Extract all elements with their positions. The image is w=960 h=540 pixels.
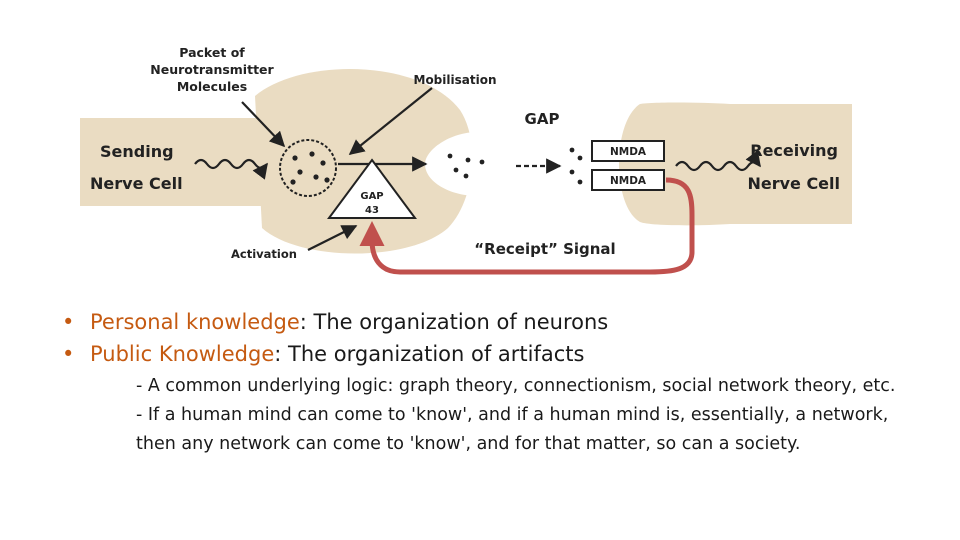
bullet-term: Personal knowledge bbox=[90, 310, 300, 334]
mobilisation-arrow bbox=[348, 87, 433, 155]
nmda-receptor-bottom bbox=[591, 169, 665, 191]
packet-label-line3: Molecules bbox=[177, 79, 247, 94]
bullet-marker: • bbox=[62, 310, 75, 334]
receiving-signal-wave bbox=[675, 150, 761, 172]
packet-label-line2: Neurotransmitter bbox=[150, 62, 274, 77]
activation-arrow bbox=[307, 225, 358, 251]
gap43-triangle bbox=[327, 158, 417, 219]
sub-points: - A common underlying logic: graph theor… bbox=[136, 372, 916, 459]
gap-title-label: GAP bbox=[525, 110, 560, 128]
packet-label-line1: Packet of bbox=[179, 45, 245, 60]
bullet-text: : The organization of artifacts bbox=[274, 342, 585, 366]
sub-point-network-knowing: - If a human mind can come to 'know', an… bbox=[136, 405, 889, 454]
receipt-signal-loop bbox=[359, 177, 695, 275]
bullet-marker: • bbox=[62, 342, 75, 366]
gap43-label-line2: 43 bbox=[365, 205, 379, 216]
receipt-signal-label: “Receipt” Signal bbox=[474, 240, 615, 258]
bullet-personal-knowledge: • Personal knowledge: The organization o… bbox=[62, 306, 942, 338]
packet-pointer-arrow bbox=[241, 101, 286, 148]
sending-signal-wave bbox=[194, 158, 268, 180]
bullet-list: • Personal knowledge: The organization o… bbox=[62, 306, 942, 459]
sending-label-line2: Nerve Cell bbox=[90, 174, 183, 193]
nmda-label-bottom: NMDA bbox=[610, 175, 647, 187]
neurotransmitter-packet bbox=[279, 139, 337, 197]
sub-point-common-logic: - A common underlying logic: graph theor… bbox=[136, 376, 896, 396]
nmda-label-top: NMDA bbox=[610, 146, 647, 158]
bullet-public-knowledge: • Public Knowledge: The organization of … bbox=[62, 338, 942, 370]
bullet-text: : The organization of neurons bbox=[299, 310, 609, 334]
receiving-label-line1: Receiving bbox=[750, 141, 838, 160]
sending-label-line1: Sending bbox=[100, 142, 174, 161]
released-molecules bbox=[447, 147, 583, 185]
synapse-diagram: Packet of Neurotransmitter Molecules Mob… bbox=[80, 45, 852, 275]
nmda-receptor-top bbox=[591, 140, 665, 162]
sending-nerve-cell bbox=[80, 69, 478, 254]
bullet-term: Public Knowledge bbox=[90, 342, 275, 366]
activation-label: Activation bbox=[231, 247, 297, 261]
receiving-label-line2: Nerve Cell bbox=[747, 174, 840, 193]
gap43-label-line1: GAP bbox=[360, 191, 383, 202]
mobilisation-label: Mobilisation bbox=[414, 73, 497, 87]
